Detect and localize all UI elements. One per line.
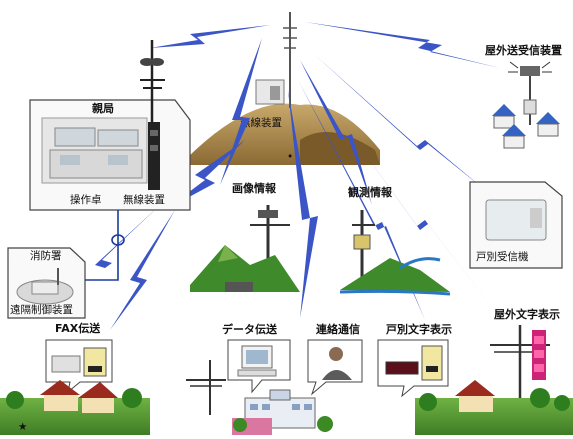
- fax-callout: [45, 339, 113, 394]
- console-label: 操作卓: [70, 193, 102, 206]
- link-to-household-text: [298, 80, 425, 320]
- observation-label: 観測情報: [348, 185, 393, 199]
- parent-station-label: 親局: [92, 101, 114, 115]
- fire-station-label: 消防署: [30, 249, 62, 262]
- liaison-label: 連絡通信: [316, 322, 360, 336]
- school-building: [232, 389, 333, 435]
- household-text-label: 戸別文字表示: [386, 322, 452, 336]
- central-antenna-tower: [255, 12, 297, 108]
- mountain-mark: •: [287, 151, 293, 163]
- data-transmission-label: データ伝送: [222, 322, 278, 336]
- left-radio-label: 無線装置: [123, 193, 165, 206]
- wired-cable: [85, 210, 125, 281]
- household-text-callout: [377, 339, 449, 398]
- household-receiver-label: 戸別受信機: [476, 250, 529, 263]
- outdoor-text-label: 屋外文字表示: [494, 307, 560, 321]
- observation-site: [339, 210, 451, 296]
- parent-station-panel: [29, 99, 191, 211]
- left-village: ★: [0, 380, 150, 435]
- link-to-outdoor-receiver: [305, 22, 500, 68]
- remote-control-label: 遠隔制御装置: [10, 303, 73, 316]
- village-mark: ★: [18, 421, 27, 433]
- image-info-label: 画像情報: [232, 181, 277, 195]
- image-info-site: [190, 205, 300, 292]
- outdoor-receiver-label: 屋外送受信装置: [485, 43, 562, 57]
- right-village: [415, 380, 573, 435]
- link-to-fax-house: [110, 210, 175, 330]
- data-transmission-callout: [227, 339, 291, 394]
- radio-links: [60, 22, 500, 330]
- parent-antenna-tower: [140, 40, 165, 190]
- central-mountain: [185, 103, 380, 165]
- outdoor-receiver-site: [492, 61, 560, 149]
- mountain-radio-label: 無線装置: [240, 116, 282, 129]
- outdoor-text-pole: [490, 325, 550, 410]
- left-pole: [186, 360, 226, 415]
- fax-label: FAX伝送: [55, 321, 101, 335]
- fire-station-panel: [7, 247, 86, 319]
- link-mountain-to-parent: [165, 140, 245, 210]
- liaison-callout: [307, 339, 363, 396]
- link-to-image-info: [220, 38, 262, 185]
- link-to-parent-station: [150, 25, 270, 48]
- household-receiver-panel: [469, 181, 563, 269]
- link-to-school-building: [288, 90, 318, 318]
